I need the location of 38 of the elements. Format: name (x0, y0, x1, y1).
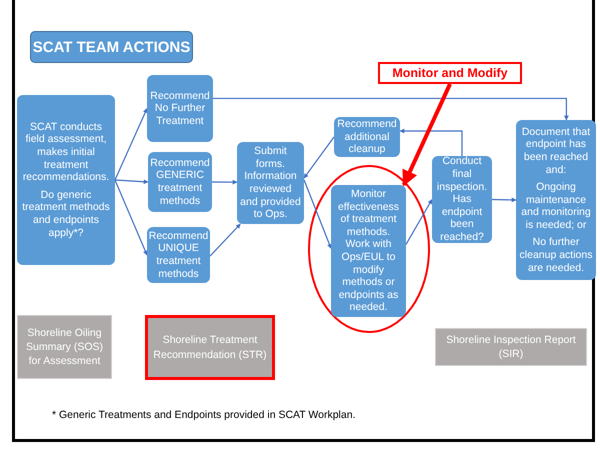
process-box (17, 95, 115, 265)
box-text: Ongoing maintenance and monitoring is needed; or (520, 181, 592, 232)
box-text: SCAT conducts field assessment, makes initial treatment recommendations. (22, 120, 110, 184)
arrow (303, 180, 332, 249)
arrow (210, 224, 241, 257)
arrow (402, 83, 452, 186)
arrow (212, 180, 238, 185)
callout-box (378, 62, 522, 84)
box-text: Document that endpoint has been reached and: (520, 126, 592, 176)
form-box (17, 315, 112, 379)
arrow (114, 180, 148, 256)
form-box (145, 315, 275, 380)
box-text: Submit forms. Information reviewed and provided to Ops. (240, 145, 301, 221)
box-text: Shoreline Oiling Summary (SOS) for Assessment (24, 326, 104, 368)
arrow (400, 128, 463, 156)
process-box (516, 120, 596, 280)
box-text: Monitor and Modify (392, 66, 508, 80)
box-text: Recommend GENERIC treatment methods (150, 156, 210, 208)
process-box (331, 185, 406, 317)
footnote: * Generic Treatments and Endpoints provided in SCAT Workplan. (52, 409, 356, 421)
arrow (114, 179, 148, 184)
box-text: Do generic treatment methods and endpoints apply*? (21, 188, 111, 240)
title-box: SCAT TEAM ACTIONS (30, 31, 193, 63)
box-text: Recommend additional cleanup (337, 118, 397, 156)
arrow (492, 198, 516, 202)
box-text: Shoreline Treatment Recommendation (STR) (152, 333, 268, 362)
arrow (114, 108, 148, 180)
box-text: Conduct final inspection. Has endpoint been reached? (436, 155, 488, 244)
arrow (405, 199, 433, 245)
box-text: Monitor effectiveness of treatment methods. Work with Ops/EUL to modify methods or endpoints as needed. (336, 188, 400, 314)
arrow (213, 98, 569, 120)
process-box (147, 75, 213, 142)
box-text: Recommend No Further Treatment (150, 90, 210, 128)
box-text: Shoreline Inspection Report (SIR) (445, 332, 577, 362)
box-text: No further cleanup actions are needed. (519, 236, 593, 274)
form-box (435, 328, 587, 366)
box-text: Recommend UNIQUE treatment methods (148, 230, 208, 280)
arrow (304, 136, 334, 178)
